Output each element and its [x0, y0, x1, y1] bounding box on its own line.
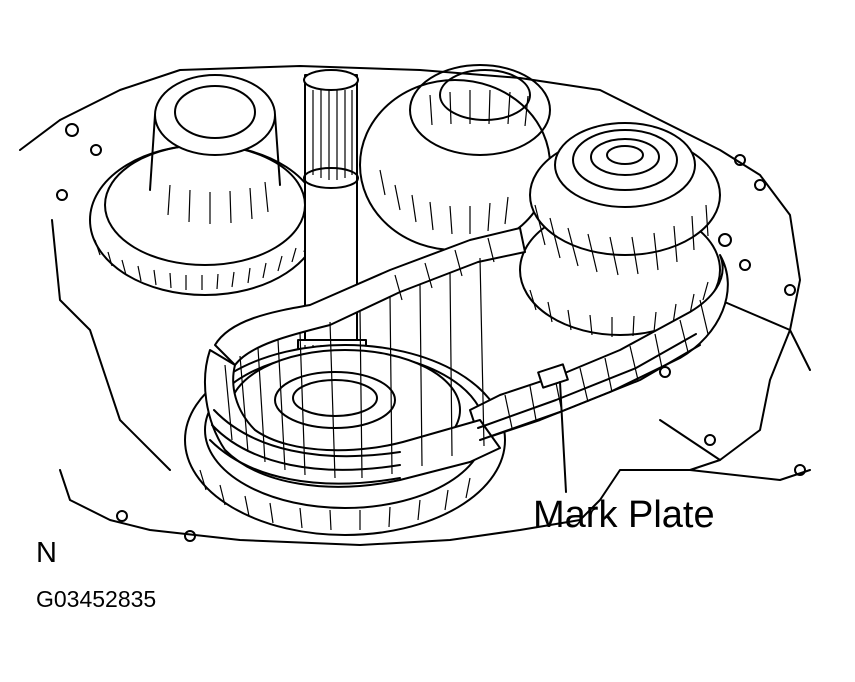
case-bolt-holes [56, 123, 806, 542]
figure-id: G03452835 [36, 586, 157, 612]
drive-chain [204, 227, 729, 488]
mark-plate-callout: Mark Plate [533, 494, 715, 536]
mark-plate [537, 363, 569, 493]
counter-driven-gear [359, 64, 551, 251]
transaxle-case [19, 65, 811, 546]
orientation-label: N [36, 537, 57, 569]
driven-sprocket [519, 122, 721, 337]
differential-ring-gear [89, 74, 321, 296]
drive-sprocket [184, 344, 506, 536]
